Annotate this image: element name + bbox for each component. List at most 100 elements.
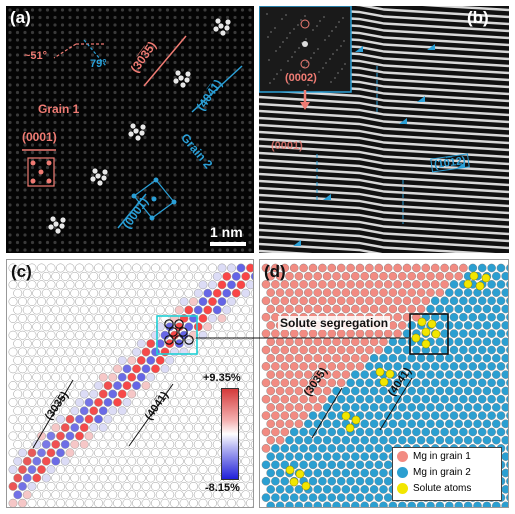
lattice-atom — [150, 233, 155, 237]
lattice-atom — [210, 15, 215, 20]
mg-atom — [379, 403, 388, 412]
lattice-atom — [38, 150, 42, 155]
lattice-atom — [98, 218, 102, 222]
atom-strain — [189, 448, 198, 458]
atom-strain — [103, 364, 113, 374]
atom-strain — [136, 271, 146, 281]
atom-strain — [151, 364, 160, 374]
atom-strain — [193, 406, 203, 416]
lattice-atom — [15, 45, 20, 50]
lattice-atom — [143, 173, 147, 177]
lattice-atom — [150, 8, 155, 12]
fft-noise — [341, 68, 343, 70]
lattice-atom — [45, 173, 50, 177]
atom-strain — [136, 439, 146, 449]
lattice-atom — [180, 188, 185, 192]
lattice-atom — [38, 210, 42, 215]
mg-atom — [388, 435, 398, 445]
mg-atom — [398, 501, 407, 507]
mg-atom — [332, 435, 341, 445]
mg-atom — [275, 468, 285, 478]
mg-atom — [459, 411, 468, 420]
mg-atom — [285, 288, 294, 297]
mg-atom — [261, 394, 271, 404]
atom-strain — [108, 406, 118, 416]
lattice-atom — [188, 210, 192, 215]
atom-strain — [22, 473, 32, 483]
atom-strain — [113, 330, 122, 340]
lattice-atom — [68, 188, 72, 192]
lattice-atom — [113, 120, 117, 125]
mg-atom — [506, 395, 508, 403]
atom-strain — [160, 498, 170, 507]
lattice-atom — [248, 158, 252, 162]
lattice-atom — [83, 105, 87, 110]
lattice-atom — [45, 53, 50, 57]
mg-atom — [435, 501, 445, 507]
mg-atom — [454, 271, 463, 281]
lattice-atom — [128, 150, 132, 155]
lattice-atom — [248, 180, 252, 185]
mg-atom — [313, 304, 323, 314]
atom-strain — [94, 481, 103, 491]
mg-atom — [501, 370, 508, 379]
atom-strain — [198, 280, 208, 290]
mg-atom — [379, 337, 388, 347]
lattice-atom — [128, 165, 132, 170]
atom-strain — [246, 347, 253, 357]
mg-atom — [360, 304, 369, 314]
mg-atom — [355, 460, 365, 470]
lattice-atom — [98, 38, 102, 42]
lattice-fringe — [259, 102, 509, 124]
lattice-atom — [75, 218, 80, 222]
lattice-atom — [165, 38, 170, 42]
atom-strain — [198, 465, 208, 475]
lattice-atom — [53, 248, 57, 252]
lattice-atom — [30, 225, 35, 230]
atom-strain — [241, 305, 251, 315]
atom-strain — [232, 507, 240, 508]
mg-atom — [501, 485, 508, 494]
lattice-atom — [75, 38, 80, 42]
mg-atom — [477, 394, 487, 404]
mg-atom — [379, 501, 388, 507]
atom-strain — [75, 381, 84, 391]
atom-strain — [70, 473, 80, 483]
mg-atom — [266, 386, 275, 396]
lattice-atom — [23, 150, 27, 155]
lattice-atom — [195, 233, 200, 237]
lattice-atom — [150, 30, 155, 35]
lattice-atom — [68, 15, 72, 20]
mg-atom — [336, 493, 346, 502]
atom-strain — [170, 397, 179, 407]
lattice-atom — [143, 98, 147, 102]
mg-atom — [332, 403, 341, 412]
mg-atom — [449, 345, 459, 355]
lattice-atom — [83, 53, 87, 57]
mg-atom — [355, 263, 365, 273]
mg-atom — [407, 304, 416, 314]
lattice-atom — [83, 8, 87, 12]
mg-atom — [477, 312, 487, 322]
lattice-atom — [60, 30, 65, 35]
lattice-atom — [105, 240, 110, 245]
atom-strain — [22, 355, 32, 365]
lattice-atom — [113, 30, 117, 35]
lattice-atom — [90, 225, 95, 230]
mg-atom — [444, 370, 454, 379]
lattice-atom — [113, 210, 117, 215]
atom-strain — [27, 297, 37, 307]
mg-atom — [294, 353, 304, 363]
lattice-atom — [23, 128, 27, 132]
atom-strain — [198, 431, 208, 441]
atom-strain — [51, 439, 61, 449]
atom-strain — [89, 305, 99, 315]
fringe-image-canvas — [259, 6, 509, 253]
mg-atom — [383, 263, 393, 273]
mg-atom — [397, 370, 407, 379]
lattice-atom — [188, 53, 192, 57]
lattice-atom — [158, 83, 162, 87]
atom-strain — [241, 473, 251, 483]
lattice-atom — [210, 120, 215, 125]
lattice-atom — [180, 90, 185, 95]
